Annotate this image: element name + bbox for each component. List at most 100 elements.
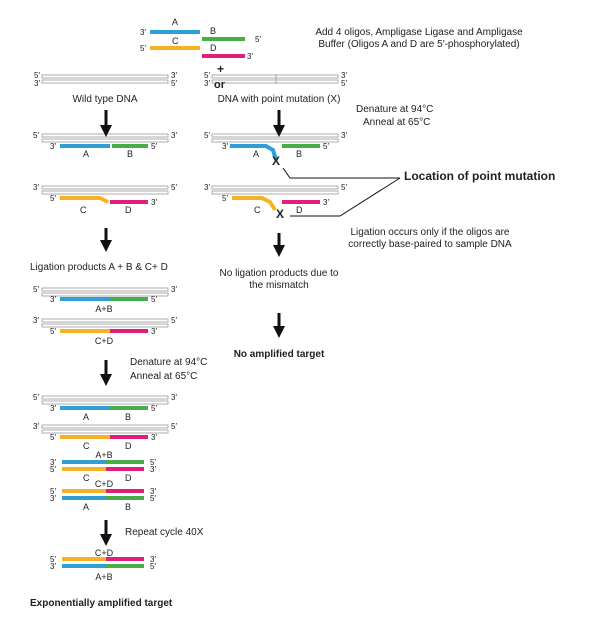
or-word: or: [214, 79, 226, 91]
mut-anneal-dna-1-bottom: [211, 138, 339, 143]
wild-type-dna-top: [41, 74, 169, 79]
ligation-products-label: Ligation products A + B & C+ D: [30, 262, 168, 273]
plus-sign: +: [217, 62, 224, 76]
mut-d-label: D: [296, 205, 303, 215]
mut-oligo-c-mismatched: [232, 196, 277, 212]
anneal-1-label: Anneal at 65°C: [363, 117, 430, 128]
reagent-instruction: Add 4 oligos, Ampligase Ligase and Ampli…: [315, 27, 523, 50]
oligo-b-5-end: 5′: [255, 35, 261, 44]
wt-a-label: A: [83, 149, 89, 159]
lp-b-5: 5′: [151, 295, 157, 304]
mut-anneal-dna-1-top: [211, 133, 339, 138]
wt-d-label: D: [125, 205, 132, 215]
final-cd-label: C+D: [95, 548, 114, 558]
lp1-5: 5′: [33, 285, 39, 294]
lp-a-3: 3′: [50, 295, 56, 304]
cycle-b-label: B: [125, 412, 131, 422]
fin1-5: 5′: [50, 555, 56, 564]
mut-anneal-dna-2-top: [211, 185, 339, 190]
wt-b-label: B: [127, 149, 133, 159]
mutant-label: DNA with point mutation (X): [218, 94, 341, 105]
c1-5: 5′: [33, 393, 39, 402]
oligo-d-3-end: 3′: [247, 52, 253, 61]
mut-a1-5: 5′: [204, 131, 210, 140]
mut-a-label: A: [253, 149, 259, 159]
mut-d-3: 3′: [323, 198, 329, 207]
oligo-strands: [60, 30, 320, 568]
wt-anneal-dna-1-top: [41, 133, 169, 138]
lp1-3: 3′: [171, 285, 177, 294]
mut-a2-3: 3′: [204, 183, 210, 192]
mut-b-label: B: [296, 149, 302, 159]
template-cd-label: C+D: [95, 479, 114, 489]
wt-a2-5: 5′: [171, 183, 177, 192]
wt-c-label: C: [80, 205, 87, 215]
mut-a-3: 3′: [222, 142, 228, 151]
wt-ligation-dna-2-bottom: [41, 323, 169, 328]
template-ab-label: A+B: [95, 450, 112, 460]
mutant-dna-bottom: [211, 79, 339, 84]
wt-bot-5-end: 5′: [171, 79, 177, 88]
callout-line-upper: [282, 167, 400, 179]
cycle-dna-2-bottom: [41, 429, 169, 434]
lp-c-5: 5′: [50, 327, 56, 336]
cycle-a-label: A: [83, 412, 89, 422]
mut-c-5: 5′: [222, 194, 228, 203]
wt-a2-3: 3′: [33, 183, 39, 192]
wt-ligation-dna-1-bottom: [41, 292, 169, 297]
wt-ligation-dna-2-top: [41, 318, 169, 323]
no-ligation-note: No ligation products due to the mismatch: [219, 268, 339, 291]
tpl1-3: 3′: [50, 458, 56, 467]
ligation-condition-note: Ligation occurs only if the oligos are c…: [348, 227, 512, 250]
wild-type-dna-bottom: [41, 79, 169, 84]
fin2-5: 5′: [150, 562, 156, 571]
repeat-cycle-label: Repeat cycle 40X: [125, 527, 204, 538]
wt-top-3-end: 3′: [171, 71, 177, 80]
wt-b-5: 5′: [151, 142, 157, 151]
oligo-d-label: D: [210, 43, 217, 53]
mut-bot-3-end: 3′: [204, 79, 210, 88]
final-ab-label: A+B: [95, 572, 112, 582]
cycle-d-label: D: [125, 441, 132, 451]
tpl3-3: 3′: [150, 487, 156, 496]
wt-ligation-dna-1-top: [41, 287, 169, 292]
mutation-mark-1: X: [272, 154, 280, 168]
diagram-labels: 3′AB5′5′CD3′+or5′3′3′5′Wild type DNA5′3′…: [30, 17, 555, 609]
wt-a1-3: 3′: [171, 131, 177, 140]
mut-a2-5: 5′: [341, 183, 347, 192]
cycle-dna-1-bottom: [41, 400, 169, 405]
oligo-a-label: A: [172, 17, 178, 27]
denature-2-label: Denature at 94°C: [130, 357, 207, 368]
wt-c-5: 5′: [50, 194, 56, 203]
wt-oligo-c: [60, 196, 109, 204]
mut-oligo-a-mismatched: [230, 144, 278, 161]
ligation-cd-label: C+D: [95, 336, 114, 346]
callout-lines: [282, 167, 401, 217]
c-c-5: 5′: [50, 433, 56, 442]
denature-1-label: Denature at 94°C: [356, 104, 433, 115]
mut-bot-5-end: 5′: [341, 79, 347, 88]
wild-type-label: Wild type DNA: [72, 94, 137, 105]
cycle-dna-1-top: [41, 395, 169, 400]
wt-top-5-end: 5′: [34, 71, 40, 80]
mutant-dna-top: [211, 74, 339, 79]
c-b-5: 5′: [151, 404, 157, 413]
tpl4-3: 3′: [50, 494, 56, 503]
tpl3-5: 5′: [50, 487, 56, 496]
fin2-3: 3′: [50, 562, 56, 571]
c-d-3: 3′: [151, 433, 157, 442]
mut-top-5-end: 5′: [204, 71, 210, 80]
location-of-point-mutation: Location of point mutation: [404, 169, 555, 183]
c-a-3: 3′: [50, 404, 56, 413]
tpl4-5: 5′: [150, 494, 156, 503]
tpl1-5: 5′: [150, 458, 156, 467]
wt-anneal-dna-2-bottom: [41, 190, 169, 195]
mutation-mark-2: X: [276, 207, 284, 221]
wt-a1-5: 5′: [33, 131, 39, 140]
oligo-c-5-end: 5′: [140, 44, 146, 53]
tpl-a-label: A: [83, 502, 89, 512]
c2-5: 5′: [171, 422, 177, 431]
lp-d-3: 3′: [151, 327, 157, 336]
wt-anneal-dna-2-top: [41, 185, 169, 190]
tpl2-5: 5′: [50, 465, 56, 474]
